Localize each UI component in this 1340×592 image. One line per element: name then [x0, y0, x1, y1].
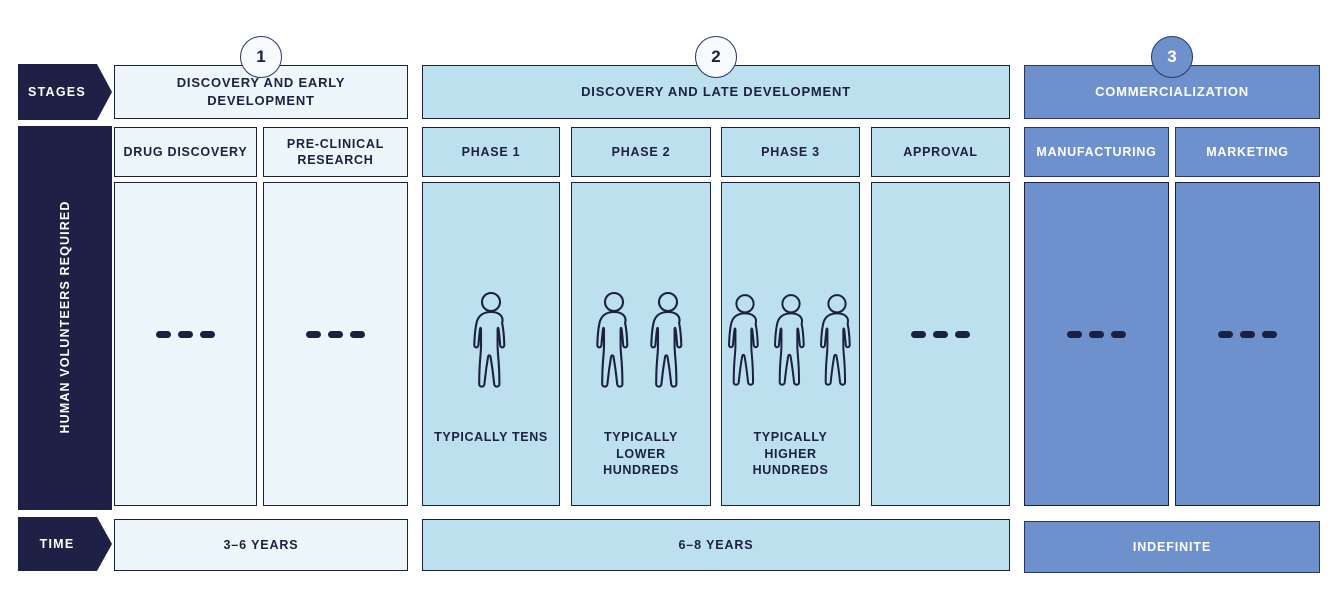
phase-caption: TYPICALLY HIGHER HUNDREDS — [752, 430, 829, 477]
time-value: INDEFINITE — [1132, 540, 1212, 554]
dashes-placeholder — [115, 331, 256, 338]
dash-mark — [1089, 331, 1104, 338]
dashes-placeholder — [264, 331, 407, 338]
volunteer-figure-group — [722, 279, 859, 399]
rail-stages-label: STAGES — [18, 64, 112, 120]
volunteer-figure-group — [423, 279, 559, 399]
phase-header-label: PHASE 1 — [461, 144, 521, 159]
dash-mark — [1067, 331, 1082, 338]
dashes-placeholder — [872, 331, 1009, 338]
phase-body-phase-2: TYPICALLY LOWER HUNDREDS — [571, 182, 711, 506]
phase-header-label: DRUG DISCOVERY — [123, 144, 248, 159]
phase-header-drug-discovery[interactable]: DRUG DISCOVERY — [114, 127, 257, 177]
phase-body-drug-discovery — [114, 182, 257, 506]
phase-body-pre-clinical-research — [263, 182, 408, 506]
phase-body-manufacturing — [1024, 182, 1169, 506]
stage-bar-title: DISCOVERY AND LATE DEVELOPMENT — [581, 84, 851, 100]
rail-stages-text: STAGES — [28, 85, 86, 99]
person-icon — [473, 291, 506, 388]
phase-header-marketing[interactable]: MARKETING — [1175, 127, 1320, 177]
dash-mark — [350, 331, 365, 338]
person-icon — [819, 294, 851, 386]
phase-header-approval[interactable]: APPROVAL — [871, 127, 1010, 177]
dash-mark — [178, 331, 193, 338]
phase-header-phase-1[interactable]: PHASE 1 — [422, 127, 560, 177]
stage-number-text: 1 — [256, 47, 266, 66]
dash-mark — [1240, 331, 1255, 338]
rail-volunteers-label: HUMAN VOLUNTEERS REQUIRED — [18, 126, 112, 510]
phase-body-approval — [871, 182, 1010, 506]
phase-body-marketing — [1175, 182, 1320, 506]
dash-mark — [933, 331, 948, 338]
person-icon — [596, 291, 629, 388]
time-bar-discovery-late[interactable]: 6–8 YEARS — [422, 519, 1010, 571]
dashes-placeholder — [1176, 331, 1319, 338]
phase-caption: TYPICALLY LOWER HUNDREDS — [603, 430, 679, 477]
dash-mark — [156, 331, 171, 338]
stage-number-badge-1: 1 — [240, 36, 282, 78]
dash-mark — [911, 331, 926, 338]
phase-header-label: MANUFACTURING — [1036, 144, 1157, 159]
dash-mark — [1218, 331, 1233, 338]
dash-mark — [328, 331, 343, 338]
person-icon — [727, 294, 759, 386]
time-bar-commercialization[interactable]: INDEFINITE — [1024, 521, 1320, 573]
dash-mark — [200, 331, 215, 338]
phase-header-label: PHASE 2 — [611, 144, 671, 159]
phase-header-phase-3[interactable]: PHASE 3 — [721, 127, 860, 177]
dashes-placeholder — [1025, 331, 1168, 338]
phase-header-phase-2[interactable]: PHASE 2 — [571, 127, 711, 177]
time-bar-discovery-early[interactable]: 3–6 YEARS — [114, 519, 408, 571]
stage-number-badge-2: 2 — [695, 36, 737, 78]
phase-header-label: PHASE 3 — [761, 144, 820, 159]
time-value: 6–8 YEARS — [678, 538, 754, 552]
dash-mark — [306, 331, 321, 338]
stage-number-text: 3 — [1167, 47, 1177, 66]
phase-header-pre-clinical-research[interactable]: PRE-CLINICAL RESEARCH — [263, 127, 408, 177]
phase-header-label: APPROVAL — [903, 144, 978, 159]
time-value: 3–6 YEARS — [223, 538, 299, 552]
stage-number-badge-3: 3 — [1151, 36, 1193, 78]
stage-bar-title: DISCOVERY AND EARLY DEVELOPMENT — [176, 75, 346, 108]
phase-header-label: MARKETING — [1206, 144, 1289, 159]
stage-number-text: 2 — [711, 47, 721, 66]
phase-header-label: PRE-CLINICAL RESEARCH — [286, 136, 385, 167]
person-icon — [650, 291, 683, 388]
rail-time-text: TIME — [39, 537, 75, 551]
dash-mark — [955, 331, 970, 338]
rail-volunteers-text: HUMAN VOLUNTEERS REQUIRED — [58, 200, 72, 434]
dash-mark — [1262, 331, 1277, 338]
phase-body-phase-3: TYPICALLY HIGHER HUNDREDS — [721, 182, 860, 506]
stage-bar-title: COMMERCIALIZATION — [1095, 84, 1249, 100]
rail-time-label: TIME — [18, 517, 112, 571]
phase-header-manufacturing[interactable]: MANUFACTURING — [1024, 127, 1169, 177]
person-icon — [773, 294, 805, 386]
volunteer-figure-group — [572, 279, 710, 399]
phase-caption: TYPICALLY TENS — [434, 430, 548, 444]
phase-body-phase-1: TYPICALLY TENS — [422, 182, 560, 506]
dash-mark — [1111, 331, 1126, 338]
